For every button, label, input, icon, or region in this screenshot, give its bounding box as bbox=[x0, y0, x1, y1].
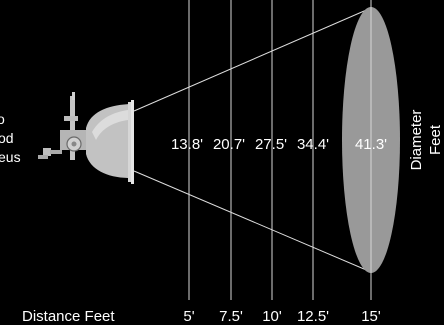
left-partial-line-3: eus bbox=[0, 149, 21, 165]
diameter-axis-label-line-2: Feet bbox=[427, 124, 444, 155]
beam-edge-bottom bbox=[133, 170, 372, 273]
distance-tick-5: 5' bbox=[183, 308, 194, 325]
lamp-icon bbox=[38, 92, 134, 184]
diameter-axis-label-line-1: Diameter bbox=[408, 110, 425, 171]
left-partial-line-2: od bbox=[0, 130, 14, 146]
distance-axis-label: Distance Feet bbox=[22, 308, 115, 325]
distance-tick-10: 10' bbox=[262, 308, 282, 325]
diameter-label-10: 27.5' bbox=[255, 136, 287, 153]
diameter-label-15: 41.3' bbox=[355, 136, 387, 153]
left-partial-line-1: o bbox=[0, 111, 5, 127]
diameter-label-7-5: 20.7' bbox=[213, 136, 245, 153]
diameter-label-5: 13.8' bbox=[171, 136, 203, 153]
distance-tick-15: 15' bbox=[361, 308, 381, 325]
beam-edge-top bbox=[133, 7, 372, 112]
distance-tick-12-5: 12.5' bbox=[297, 308, 329, 325]
distance-tick-7-5: 7.5' bbox=[219, 308, 243, 325]
diameter-label-12-5: 34.4' bbox=[297, 136, 329, 153]
